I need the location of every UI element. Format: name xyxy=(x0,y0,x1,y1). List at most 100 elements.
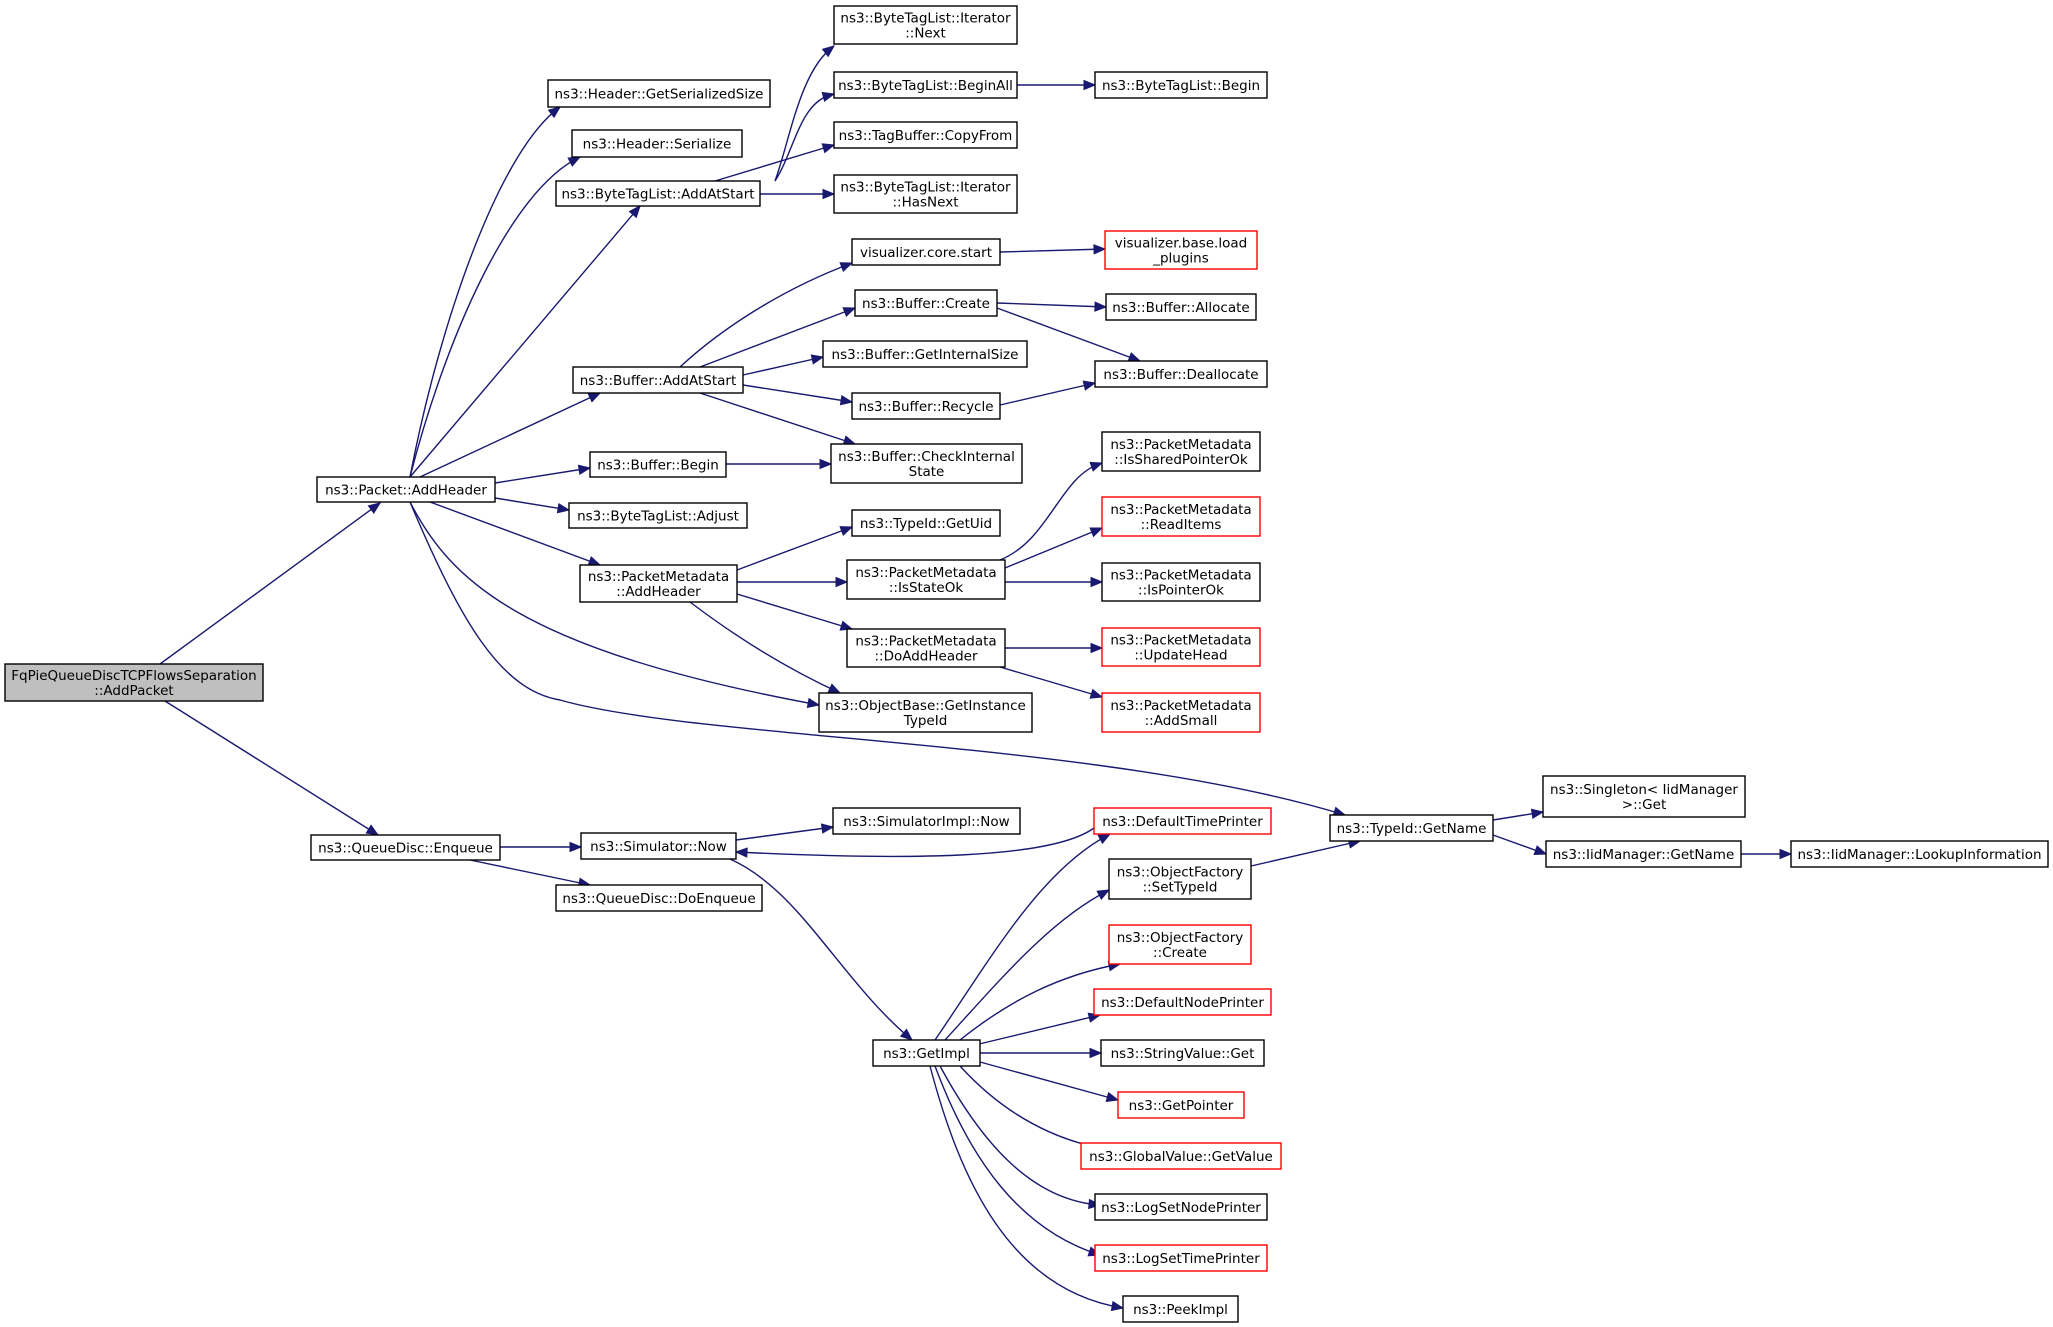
arrowhead xyxy=(1083,79,1097,91)
node-pm-ispointerok[interactable]: ns3::PacketMetadata::IsPointerOk xyxy=(1101,562,1261,602)
edge-btl-beginall-to-btl-begin xyxy=(1017,79,1097,91)
node-label: ns3::ByteTagList::Adjust xyxy=(577,509,739,525)
node-tb-copyfrom[interactable]: ns3::TagBuffer::CopyFrom xyxy=(833,121,1018,149)
node-iidm-lookup[interactable]: ns3::IidManager::LookupInformation xyxy=(1790,840,2049,868)
node-pm-issharedpointerok[interactable]: ns3::PacketMetadata::IsSharedPointerOk xyxy=(1101,431,1261,472)
node-label: ns3::Packet::AddHeader xyxy=(325,483,487,499)
node-getpointer[interactable]: ns3::GetPointer xyxy=(1117,1091,1245,1119)
edges-layer xyxy=(159,45,1793,1312)
node-buf-recycle[interactable]: ns3::Buffer::Recycle xyxy=(851,392,1001,420)
node-pm-addsmall[interactable]: ns3::PacketMetadata::AddSmall xyxy=(1101,692,1261,733)
node-singleton-get[interactable]: ns3::Singleton< IidManager >::Get xyxy=(1542,775,1746,818)
arrowhead xyxy=(821,143,836,154)
node-vis-base-load[interactable]: visualizer.base.load_plugins xyxy=(1104,230,1258,270)
node-simimpl-now[interactable]: ns3::SimulatorImpl::Now xyxy=(832,807,1021,835)
edge-buf-create-to-buf-allocate xyxy=(996,301,1108,312)
node-buf-getinternalsize[interactable]: ns3::Buffer::GetInternalSize xyxy=(822,340,1028,368)
node-box xyxy=(555,884,763,912)
arrowhead xyxy=(1097,833,1112,845)
node-box xyxy=(1117,1091,1245,1119)
arrowhead xyxy=(1090,576,1104,588)
edge-buf-addatstart-to-vis-core-start xyxy=(679,262,854,368)
node-buf-create[interactable]: ns3::Buffer::Create xyxy=(854,289,998,317)
node-box xyxy=(1101,496,1261,537)
arrowhead xyxy=(567,156,582,167)
node-pm-readitems[interactable]: ns3::PacketMetadata::ReadItems xyxy=(1101,496,1261,537)
node-defaultnodeprinter[interactable]: ns3::DefaultNodePrinter xyxy=(1093,988,1272,1016)
node-hdr-getsize[interactable]: ns3::Header::GetSerializedSize xyxy=(547,79,771,108)
node-buf-allocate[interactable]: ns3::Buffer::Allocate xyxy=(1105,293,1257,321)
node-pm-updatehead[interactable]: ns3::PacketMetadata::UpdateHead xyxy=(1101,627,1261,667)
edge-buf-addatstart-to-buf-getinternalsize xyxy=(742,354,825,376)
arrowhead xyxy=(1093,244,1107,255)
node-label: ns3::ByteTagList::AddAtStart xyxy=(561,187,754,203)
node-vis-core-start[interactable]: visualizer.core.start xyxy=(851,238,1001,266)
edge-buf-addatstart-to-buf-create xyxy=(699,307,857,368)
node-iidm-getname[interactable]: ns3::IidManager::GetName xyxy=(1545,840,1742,868)
node-btl-beginall[interactable]: ns3::ByteTagList::BeginAll xyxy=(833,71,1018,99)
node-globalvalue-getvalue[interactable]: ns3::GlobalValue::GetValue xyxy=(1080,1142,1282,1170)
arrowhead xyxy=(587,392,602,403)
node-pm-doaddheader[interactable]: ns3::PacketMetadata::DoAddHeader xyxy=(846,628,1006,668)
node-box xyxy=(1101,431,1261,472)
node-label: ns3::Header::Serialize xyxy=(583,137,732,153)
node-box xyxy=(1094,1244,1268,1272)
node-stringvalue-get[interactable]: ns3::StringValue::Get xyxy=(1100,1039,1265,1067)
node-label: ns3::GlobalValue::GetValue xyxy=(1089,1149,1273,1165)
node-btl-it-hasnext[interactable]: ns3::ByteTagList::Iterator::HasNext xyxy=(833,174,1018,214)
edge-enqueue-to-qd-doenqueue xyxy=(469,859,592,888)
node-box xyxy=(830,443,1023,484)
node-label: State xyxy=(909,464,945,480)
node-getimpl[interactable]: ns3::GetImpl xyxy=(872,1039,981,1067)
node-buf-begin[interactable]: ns3::Buffer::Begin xyxy=(589,451,727,478)
node-logsettimeprinter[interactable]: ns3::LogSetTimePrinter xyxy=(1094,1244,1268,1272)
edge-getimpl-to-defaulttimeprinter xyxy=(934,833,1112,1041)
node-buf-addatstart[interactable]: ns3::Buffer::AddAtStart xyxy=(572,366,744,394)
node-label: ns3::LogSetTimePrinter xyxy=(1102,1251,1260,1267)
node-label: ns3::ByteTagList::Iterator xyxy=(840,11,1011,27)
arrowhead xyxy=(1530,808,1545,819)
edge-buf-begin-to-buf-checkinternal xyxy=(726,458,833,470)
node-box xyxy=(851,509,1001,537)
node-btl-begin[interactable]: ns3::ByteTagList::Begin xyxy=(1094,71,1268,99)
node-label: ns3::PacketMetadata xyxy=(588,569,729,585)
edge-defaulttimeprinter-to-sim-now xyxy=(734,827,1095,858)
node-hdr-serialize[interactable]: ns3::Header::Serialize xyxy=(571,129,743,158)
node-label: ::AddPacket xyxy=(94,683,173,699)
node-defaulttimeprinter[interactable]: ns3::DefaultTimePrinter xyxy=(1093,807,1272,835)
node-btl-addatstart[interactable]: ns3::ByteTagList::AddAtStart xyxy=(555,180,761,207)
node-peekimpl[interactable]: ns3::PeekImpl xyxy=(1122,1295,1239,1323)
node-addheader[interactable]: ns3::Packet::AddHeader xyxy=(316,476,496,503)
node-typeid-getuid[interactable]: ns3::TypeId::GetUid xyxy=(851,509,1001,537)
node-logsetnodeprinter[interactable]: ns3::LogSetNodePrinter xyxy=(1094,1193,1268,1221)
node-typeid-getname[interactable]: ns3::TypeId::GetName xyxy=(1329,814,1494,842)
arrowhead xyxy=(822,188,836,200)
node-enqueue[interactable]: ns3::QueueDisc::Enqueue xyxy=(310,834,501,861)
arrowhead xyxy=(827,683,842,694)
node-buf-deallocate[interactable]: ns3::Buffer::Deallocate xyxy=(1094,360,1268,388)
node-label: ns3::PacketMetadata xyxy=(1110,633,1251,649)
node-pm-isstateok[interactable]: ns3::PacketMetadata::IsStateOk xyxy=(846,559,1006,600)
node-box xyxy=(1104,230,1258,270)
edge-pm-addheader-to-pm-doaddheader xyxy=(736,593,854,631)
node-btl-it-next[interactable]: ns3::ByteTagList::Iterator::Next xyxy=(833,5,1018,45)
arrowhead xyxy=(835,576,849,588)
node-of-settypeid[interactable]: ns3::ObjectFactory::SetTypeId xyxy=(1108,858,1252,900)
arrowhead xyxy=(821,91,836,103)
node-label: ::IsPointerOk xyxy=(1138,583,1224,599)
node-qd-doenqueue[interactable]: ns3::QueueDisc::DoEnqueue xyxy=(555,884,763,912)
node-box xyxy=(547,79,771,108)
node-label: ns3::PeekImpl xyxy=(1133,1302,1228,1318)
edge-pm-isstateok-to-pm-issharedpointerok xyxy=(999,461,1104,561)
node-btl-adjust[interactable]: ns3::ByteTagList::Adjust xyxy=(568,502,748,529)
node-sim-now[interactable]: ns3::Simulator::Now xyxy=(580,832,737,860)
node-label: ns3::ByteTagList::Begin xyxy=(1102,78,1260,94)
node-box xyxy=(310,834,501,861)
node-label: ns3::PacketMetadata xyxy=(1110,698,1251,714)
node-of-create[interactable]: ns3::ObjectFactory::Create xyxy=(1108,924,1252,965)
node-pm-addheader[interactable]: ns3::PacketMetadata::AddHeader xyxy=(579,564,738,603)
node-box xyxy=(1108,924,1252,965)
edge-getimpl-to-of-settypeid xyxy=(944,889,1111,1041)
